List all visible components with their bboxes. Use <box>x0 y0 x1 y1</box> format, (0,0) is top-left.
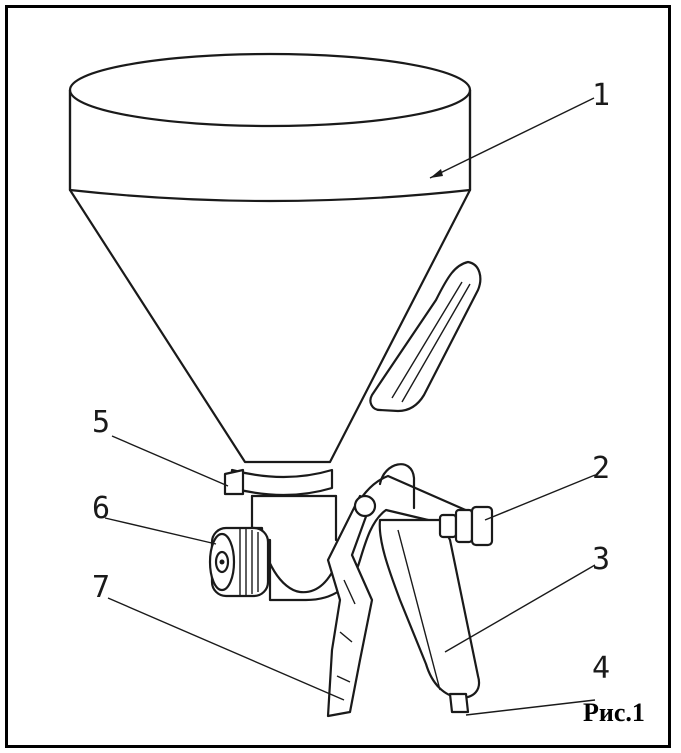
leader-line-1 <box>429 97 595 179</box>
air-inlet-knob <box>438 505 494 547</box>
callout-3: 3 <box>592 542 610 577</box>
leader-line-7 <box>107 597 345 701</box>
callout-4: 4 <box>592 651 610 686</box>
leader-line-6 <box>104 517 217 545</box>
callout-5: 5 <box>92 405 110 440</box>
hopper-clamp <box>223 468 334 497</box>
hopper-back-handle <box>369 260 482 413</box>
leader-line-2 <box>484 474 596 521</box>
callout-2: 2 <box>592 451 610 486</box>
leader-line-4 <box>465 699 596 716</box>
hopper <box>68 52 472 464</box>
callout-7: 7 <box>92 570 110 605</box>
leader-line-5 <box>111 435 229 487</box>
callout-6: 6 <box>92 491 110 526</box>
leader-line-3 <box>444 564 596 653</box>
leader-lines <box>104 97 596 716</box>
gun-grip <box>378 518 481 714</box>
trigger <box>326 494 377 718</box>
gun-hook <box>378 463 416 510</box>
callout-1: 1 <box>592 78 610 113</box>
nozzle-nut <box>208 526 270 598</box>
figure-caption: Рис.1 <box>583 698 645 727</box>
